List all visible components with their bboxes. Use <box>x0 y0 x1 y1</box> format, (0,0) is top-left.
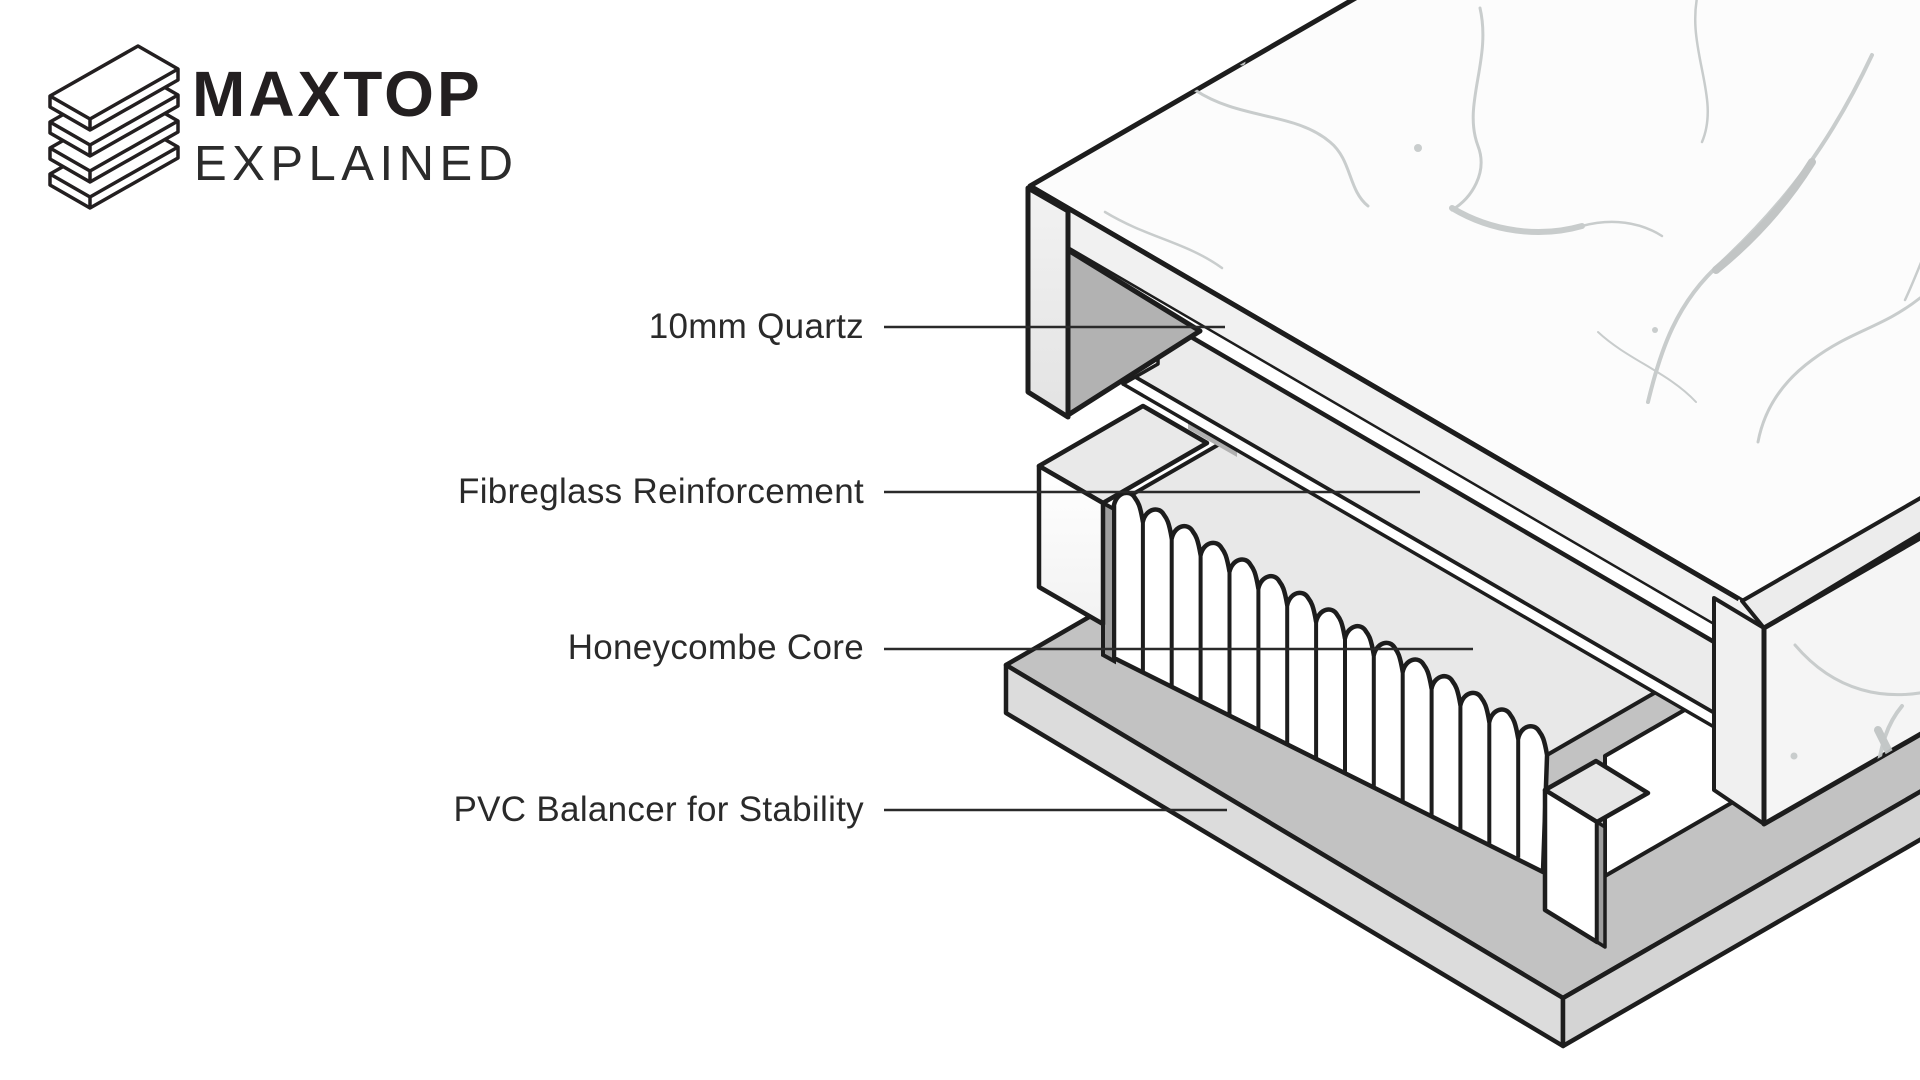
slab-end-face <box>1025 185 1071 420</box>
corrugation-dividers <box>1140 521 1521 858</box>
corner-column <box>1712 596 1766 826</box>
quartz-slab-layer <box>1025 0 1920 827</box>
right-edge-block <box>1542 758 1651 949</box>
brand-name: MAXTOP <box>192 58 483 130</box>
left-edge-block <box>1036 403 1210 627</box>
corrugation-face <box>1111 490 1550 875</box>
leader-lines <box>884 325 1473 812</box>
brand-logo: MAXTOP EXPLAINED <box>0 0 560 240</box>
edge-bevel <box>1740 495 1920 630</box>
label-pvc: PVC Balancer for Stability <box>453 790 864 829</box>
marble-top-veins <box>1103 0 1920 444</box>
slab-underside-shadow <box>1065 247 1203 418</box>
stacked-slabs-icon <box>48 44 180 210</box>
brand-tagline: EXPLAINED <box>194 137 519 191</box>
label-honeycombe: Honeycombe Core <box>567 628 864 667</box>
label-fibreglass: Fibreglass Reinforcement <box>458 472 864 511</box>
label-quartz: 10mm Quartz <box>648 307 864 346</box>
